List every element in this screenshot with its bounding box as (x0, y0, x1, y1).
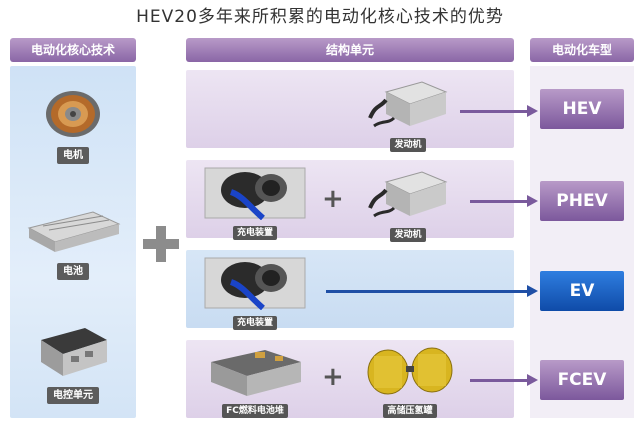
vehicle-fcev: FCEV (540, 360, 624, 400)
hydrogen-tank-unit: 高储压氢罐 (354, 344, 466, 418)
charger-unit: 充电装置 (200, 256, 310, 330)
battery-icon (27, 211, 121, 252)
arrow-to-hev (460, 105, 538, 117)
charger-icon (204, 167, 306, 220)
control-unit-label: 电控单元 (47, 387, 99, 404)
diagram-title: HEV20多年来所积累的电动化核心技术的优势 (136, 7, 504, 27)
control-unit-item: 电控单元 (10, 318, 136, 404)
row-fcev: FC燃料电池堆 + 高储压氢罐 (186, 340, 514, 418)
engine-label: 发动机 (390, 138, 426, 152)
vehicle-ev: EV (540, 271, 624, 311)
charger-label: 充电装置 (232, 226, 277, 240)
engine-unit: 发动机 (358, 74, 458, 152)
charger-unit: 充电装置 (200, 166, 310, 240)
hydrogen-tank-icon (367, 347, 453, 395)
motor-item: 电机 (10, 88, 136, 164)
header-core-tech: 电动化核心技术 (10, 38, 136, 62)
arrow-to-fcev (470, 374, 538, 386)
plus-sign: + (322, 362, 344, 392)
vehicle-hev: HEV (540, 89, 624, 129)
engine-icon (368, 171, 448, 218)
fuel-cell-stack-label: FC燃料电池堆 (222, 404, 288, 418)
battery-label: 电池 (57, 263, 89, 280)
charger-label: 充电装置 (232, 316, 277, 330)
arrow-to-ev (326, 285, 538, 297)
vehicle-phev: PHEV (540, 181, 624, 221)
row-ev: 充电装置 (186, 250, 514, 330)
row-hev: 发动机 (186, 70, 514, 152)
row-phev: 充电装置 + 发动机 (186, 160, 514, 242)
hydrogen-tank-label: 高储压氢罐 (383, 404, 437, 418)
core-tech-panel: 电机 电池 电控单元 (10, 66, 136, 418)
fuel-cell-stack-unit: FC燃料电池堆 (198, 346, 312, 418)
engine-unit: 发动机 (358, 164, 458, 242)
motor-label: 电机 (57, 147, 89, 164)
battery-item: 电池 (10, 206, 136, 280)
motor-icon (46, 91, 100, 137)
plus-icon (141, 224, 181, 264)
engine-label: 发动机 (390, 228, 426, 242)
plus-sign: + (322, 184, 344, 214)
engine-icon (368, 81, 448, 128)
control-unit-icon (41, 328, 107, 376)
charger-icon (204, 257, 306, 310)
fuel-cell-stack-icon (211, 350, 301, 396)
header-structure-units: 结构单元 (186, 38, 514, 62)
header-vehicle-types: 电动化车型 (530, 38, 634, 62)
arrow-to-phev (470, 195, 538, 207)
